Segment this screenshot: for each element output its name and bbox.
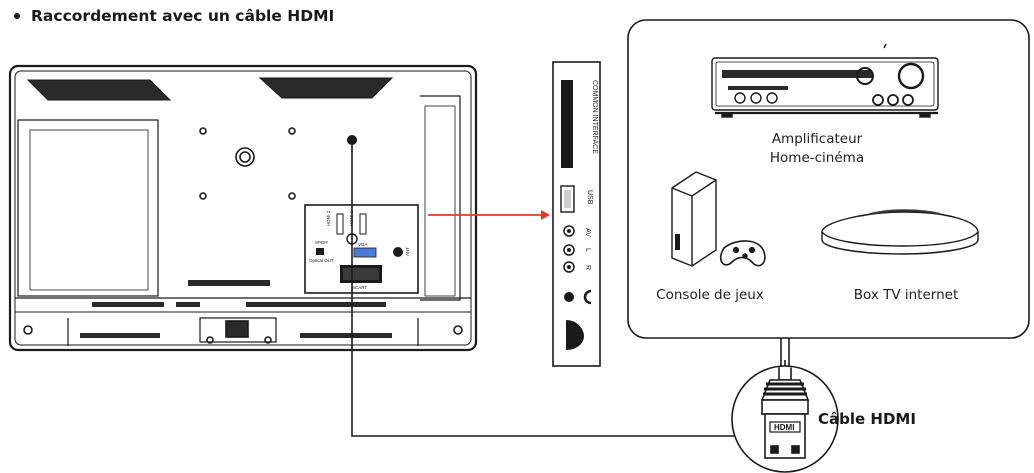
r-label: R — [584, 265, 591, 270]
volume-knob-icon — [566, 320, 584, 350]
bullet-icon — [14, 12, 20, 19]
section-heading: Raccordement avec un câble HDMI — [14, 7, 334, 25]
common-interface-label: COMMON INTERFACE — [591, 80, 598, 154]
side-connector-panel: COMMON INTERFACE USB AV L R — [552, 61, 601, 367]
connector-text: HDMI — [774, 423, 794, 432]
tv-connector-board: HDMI 2 HDMI 1 SPDIF Optical OUT VGA ANT … — [304, 204, 419, 294]
amplifier-label-line2: Home-cinéma — [769, 150, 865, 166]
usb-label: USB — [586, 190, 593, 205]
section-heading-text: Raccordement avec un câble HDMI — [31, 7, 335, 25]
l-label: L — [584, 248, 591, 252]
console-label: Console de jeux — [656, 287, 764, 303]
vga-port-label: VGA — [358, 242, 368, 247]
box-label: Box TV internet — [853, 287, 959, 303]
spdif-label: SPDIF — [315, 240, 329, 245]
ant-port-label: ANT — [405, 247, 410, 256]
cable-label: Câble HDMI — [818, 410, 916, 428]
scart-port-label: SCART — [352, 285, 367, 290]
lower-vents — [80, 280, 392, 338]
amplifier-label: Amplificateur Home-cinéma — [752, 130, 882, 168]
zoom-arrow — [428, 210, 550, 220]
headphone-icon — [583, 289, 592, 305]
av-label: AV — [584, 228, 591, 237]
top-vent — [26, 77, 394, 101]
tv-back — [8, 64, 478, 352]
optical-out-label: Optical OUT — [309, 258, 334, 263]
amplifier-label-line1: Amplificateur — [771, 131, 863, 147]
tv-box-illustration — [821, 209, 979, 255]
console-illustration — [671, 171, 766, 267]
hdmi2-port-label: HDMI 2 — [326, 210, 331, 226]
amplifier-illustration — [711, 43, 939, 118]
hdmi-connector-zoom: HDMI — [731, 365, 839, 473]
